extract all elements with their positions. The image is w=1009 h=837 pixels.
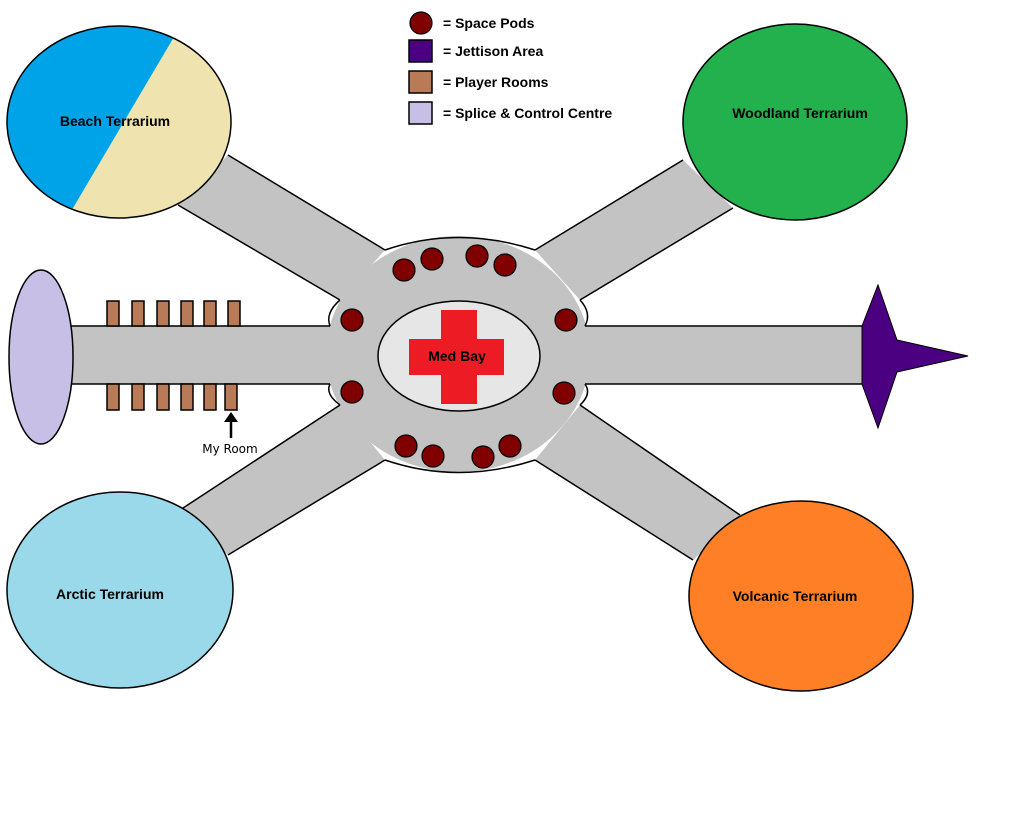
player-room-mine[interactable]	[224, 383, 238, 411]
beach-water	[7, 26, 184, 218]
space-pod[interactable]	[471, 445, 495, 469]
volcanic-terrarium-label: Volcanic Terrarium	[733, 588, 858, 604]
space-pod[interactable]	[421, 444, 445, 468]
corridor-beach	[178, 155, 385, 300]
woodland-terrarium[interactable]: Woodland Terrarium	[682, 23, 908, 221]
legend-space-pod-swatch	[409, 11, 433, 35]
space-pod[interactable]	[420, 247, 444, 271]
med-bay[interactable]: Med Bay	[377, 300, 541, 412]
player-room[interactable]	[156, 300, 170, 327]
space-pod[interactable]	[394, 434, 418, 458]
space-pod[interactable]	[465, 244, 489, 268]
player-room[interactable]	[180, 383, 194, 411]
player-room[interactable]	[131, 383, 145, 411]
red-cross-icon	[409, 310, 504, 404]
arrow-up-icon	[224, 412, 238, 422]
player-room[interactable]	[106, 300, 120, 327]
player-room[interactable]	[180, 300, 194, 327]
arctic-terrarium-label: Arctic Terrarium	[56, 586, 164, 602]
player-room[interactable]	[203, 300, 217, 327]
space-pod[interactable]	[340, 308, 364, 332]
space-pod[interactable]	[340, 380, 364, 404]
player-room[interactable]	[106, 383, 120, 411]
beach-terrarium[interactable]: Beach Terrarium	[0, 20, 240, 230]
my-room-label: My Room	[202, 442, 257, 456]
jettison-area[interactable]	[861, 283, 969, 430]
corridor-edges	[70, 154, 865, 561]
legend-player-room-swatch	[408, 70, 433, 94]
space-pod[interactable]	[493, 253, 517, 277]
volcanic-terrarium[interactable]: Volcanic Terrarium	[688, 500, 914, 692]
space-pod[interactable]	[554, 308, 578, 332]
legend-space-pods-label: = Space Pods	[443, 15, 535, 31]
my-room-marker: My Room	[202, 412, 258, 456]
corridor-woodland	[535, 160, 733, 300]
legend: = Space Pods = Jettison Area = Player Ro…	[408, 11, 612, 125]
space-pod[interactable]	[392, 258, 416, 282]
space-pod[interactable]	[498, 434, 522, 458]
arctic-terrarium[interactable]: Arctic Terrarium	[6, 491, 234, 689]
legend-splice-swatch	[408, 101, 433, 125]
player-room[interactable]	[203, 383, 217, 411]
player-room[interactable]	[227, 300, 241, 327]
splice-control-centre[interactable]	[8, 269, 74, 445]
space-pods	[340, 244, 578, 469]
legend-jettison-label: = Jettison Area	[443, 43, 543, 59]
player-room[interactable]	[156, 383, 170, 411]
player-room[interactable]	[131, 300, 145, 327]
med-bay-label: Med Bay	[428, 348, 486, 364]
corridor-volcanic	[535, 405, 740, 560]
corridor-east	[560, 326, 865, 384]
legend-player-rooms-label: = Player Rooms	[443, 74, 549, 90]
legend-splice-label: = Splice & Control Centre	[443, 105, 612, 121]
space-pod[interactable]	[552, 381, 576, 405]
corridor-west	[70, 326, 350, 384]
player-rooms	[106, 300, 241, 411]
beach-terrarium-label: Beach Terrarium	[60, 113, 170, 129]
woodland-terrarium-label: Woodland Terrarium	[732, 105, 868, 121]
legend-jettison-swatch	[408, 39, 433, 63]
corridor-arctic	[180, 405, 385, 555]
